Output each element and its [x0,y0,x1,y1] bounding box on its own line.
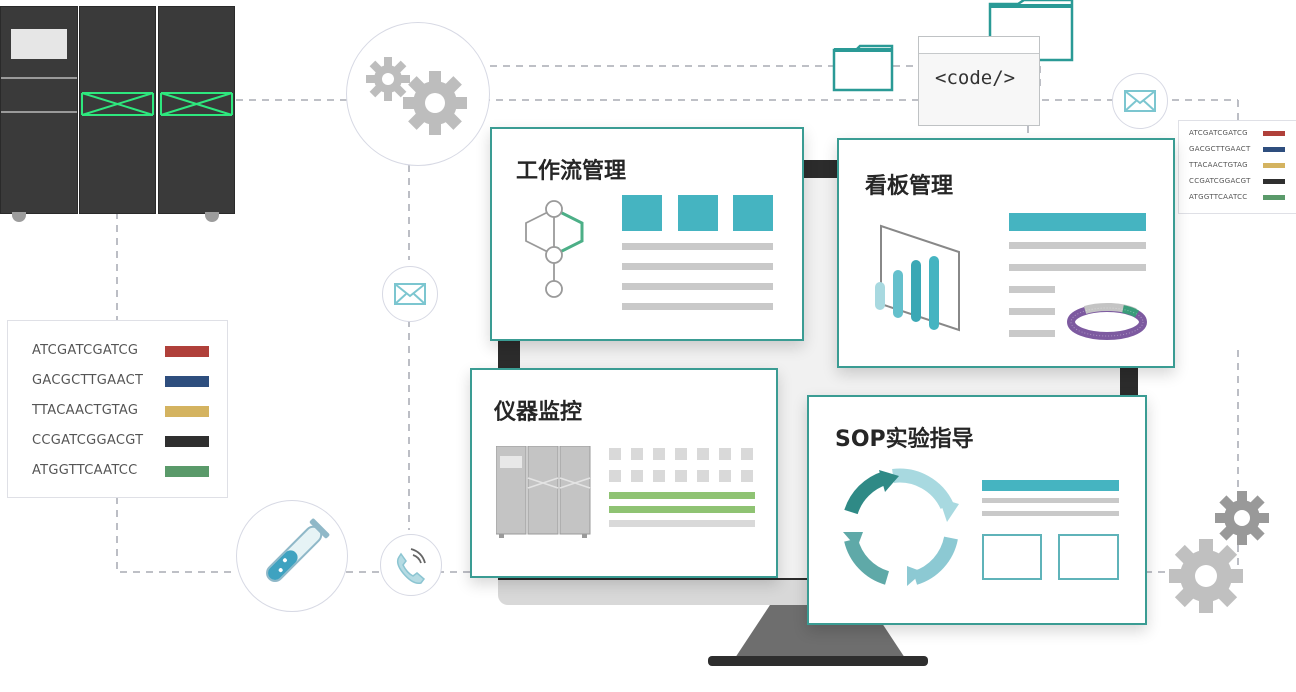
dna-legend-row: CCGATCGGACGT [8,433,227,463]
dna-color-bar [165,436,209,447]
envelope-icon [382,266,438,322]
folder-icon [832,44,894,92]
dna-sequence: ATGGTTCAATCC [1189,193,1248,201]
instrument-title: 仪器监控 [494,400,583,425]
code-window-icon: <code/> [918,36,1040,126]
dna-sequence: ATCGATCGATCG [1189,129,1248,137]
dna-legend-row: CCGATCGGACGT [1179,177,1296,193]
donut-chart-icon [1067,302,1147,340]
dna-legend-row: ATCGATCGATCG [8,343,227,373]
dna-legend-row: GACGCTTGAACT [8,373,227,403]
dna-sequence: TTACAACTGTAG [32,403,139,418]
dna-sequence: TTACAACTGTAG [1189,161,1248,169]
kanban-title: 看板管理 [865,174,954,199]
sop-panel[interactable]: SOP实验指导 [807,395,1147,625]
dna-legend-large: ATCGATCGATCG GACGCTTGAACT TTACAACTGTAG CCGA… [7,320,228,498]
dna-color-bar [1263,179,1285,184]
gears-icon [346,22,490,166]
dna-sequence: CCGATCGGACGT [1189,177,1251,185]
dna-color-bar [1263,195,1285,200]
code-text: <code/> [935,67,1016,89]
dna-color-bar [165,376,209,387]
dna-color-bar [165,466,209,477]
dna-sequence: GACGCTTGAACT [32,373,144,388]
dna-legend-small: ATCGATCGATCG GACGCTTGAACT TTACAACTGTAG CCGA… [1178,120,1296,214]
phone-icon [380,534,442,596]
dna-legend-row: ATCGATCGATCG [1179,129,1296,145]
dna-legend-row: GACGCTTGAACT [1179,145,1296,161]
dna-legend-row: ATGGTTCAATCC [8,463,227,493]
instrument-panel[interactable]: 仪器监控 [470,368,778,578]
status-grid [609,448,755,527]
dna-color-bar [1263,147,1285,152]
kanban-panel[interactable]: 看板管理 [837,138,1175,368]
cycle-arrows-icon [843,468,959,586]
flowchart-icon [525,200,584,298]
envelope-icon-top [1112,73,1168,129]
dna-legend-row: TTACAACTGTAG [1179,161,1296,177]
sop-title: SOP实验指导 [835,427,974,452]
dna-color-bar [165,406,209,417]
dna-sequence: CCGATCGGACGT [32,433,144,448]
workflow-panel[interactable]: 工作流管理 [490,127,804,341]
dna-sequence: ATCGATCGATCG [32,343,139,358]
dna-color-bar [1263,131,1285,136]
gears-icon-right [1169,491,1269,613]
dna-sequence: GACGCTTGAACT [1189,145,1251,153]
dna-color-bar [165,346,209,357]
server-rack-icon-small [496,446,591,538]
dna-legend-row: TTACAACTGTAG [8,403,227,433]
bar-chart-icon [875,224,960,332]
dna-sequence: ATGGTTCAATCC [32,463,138,478]
workflow-title: 工作流管理 [516,159,627,184]
dna-color-bar [1263,163,1285,168]
dna-legend-row: ATGGTTCAATCC [1179,193,1296,209]
test-tube-icon [236,500,348,612]
